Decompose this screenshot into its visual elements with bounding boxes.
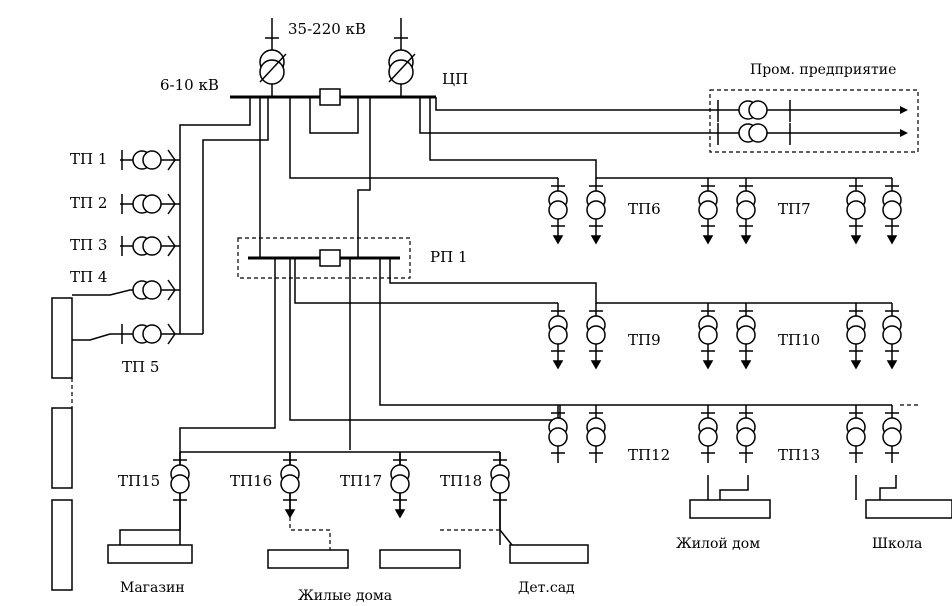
tp-winding <box>548 427 568 447</box>
tp-winding <box>490 474 510 494</box>
tp-winding <box>736 325 756 345</box>
tp13-label: ТП13 <box>778 446 820 464</box>
shkola-label: Школа <box>872 536 922 552</box>
tp4-label: ТП 4 <box>70 268 107 286</box>
load-arrow <box>394 509 406 519</box>
rp1-sectional-breaker <box>319 249 341 267</box>
tp-winding <box>698 325 718 345</box>
load-arrow <box>850 235 862 245</box>
tp7-label: ТП7 <box>778 200 811 218</box>
tp15-label: ТП15 <box>118 472 160 490</box>
tp10-label: ТП10 <box>778 331 820 349</box>
detsad-label: Дет.сад <box>518 580 575 596</box>
tp-winding <box>846 427 866 447</box>
tp18-label: ТП18 <box>440 472 482 490</box>
rp1-label: РП 1 <box>430 248 468 266</box>
tp5-label: ТП 5 <box>122 358 159 376</box>
tp-transformers-left <box>132 100 768 344</box>
cp-label: ЦП <box>442 70 468 88</box>
load-arrow <box>740 360 752 370</box>
tp-winding <box>586 200 606 220</box>
tp9-label: ТП9 <box>628 331 661 349</box>
tp3-label: ТП 3 <box>70 236 107 254</box>
tp-winding <box>846 325 866 345</box>
load-arrow <box>886 360 898 370</box>
prom-arrowheads <box>900 106 908 137</box>
load-arrow <box>552 235 564 245</box>
tp-winding <box>280 474 300 494</box>
tp-winding <box>548 325 568 345</box>
tp-winding <box>882 325 902 345</box>
hv-voltage-label: 35-220 кВ <box>288 20 366 38</box>
tp-winding <box>882 200 902 220</box>
mv-voltage-label: 6-10 кВ <box>160 76 219 94</box>
dashed-frames <box>71 89 920 550</box>
zhiloy-dom-label: Жилой дом <box>676 536 760 552</box>
tp-winding <box>846 200 866 220</box>
tp-winding <box>586 325 606 345</box>
tp-winding <box>170 474 190 494</box>
load-arrow <box>702 360 714 370</box>
prom-label: Пром. предприятие <box>750 62 896 78</box>
hv-transformer-2 <box>388 49 416 85</box>
load-arrow <box>740 235 752 245</box>
hv-transformer-1 <box>259 49 287 85</box>
tp2-label: ТП 2 <box>70 194 107 212</box>
tp-winding <box>698 200 718 220</box>
load-arrow <box>552 360 564 370</box>
tp-winding <box>882 427 902 447</box>
tp12-label: ТП12 <box>628 446 670 464</box>
tp-winding <box>736 200 756 220</box>
tp-winding <box>736 427 756 447</box>
tp-winding <box>698 427 718 447</box>
tp16-label: ТП16 <box>230 472 272 490</box>
tp-winding <box>548 200 568 220</box>
magazin-label: Магазин <box>120 580 185 596</box>
vertical-transformers <box>170 178 902 519</box>
tp1-label: ТП 1 <box>70 150 107 168</box>
zhilye-doma-label: Жилые дома <box>298 588 392 604</box>
tp-winding <box>390 474 410 494</box>
tp17-label: ТП17 <box>340 472 382 490</box>
load-arrow <box>850 360 862 370</box>
load-arrow <box>590 235 602 245</box>
load-arrow <box>886 235 898 245</box>
tp6-label: ТП6 <box>628 200 661 218</box>
load-arrow <box>702 235 714 245</box>
tp-winding <box>586 427 606 447</box>
load-arrow <box>590 360 602 370</box>
wiring <box>51 18 952 591</box>
cp-sectional-breaker <box>319 88 341 106</box>
load-arrow <box>284 509 296 519</box>
